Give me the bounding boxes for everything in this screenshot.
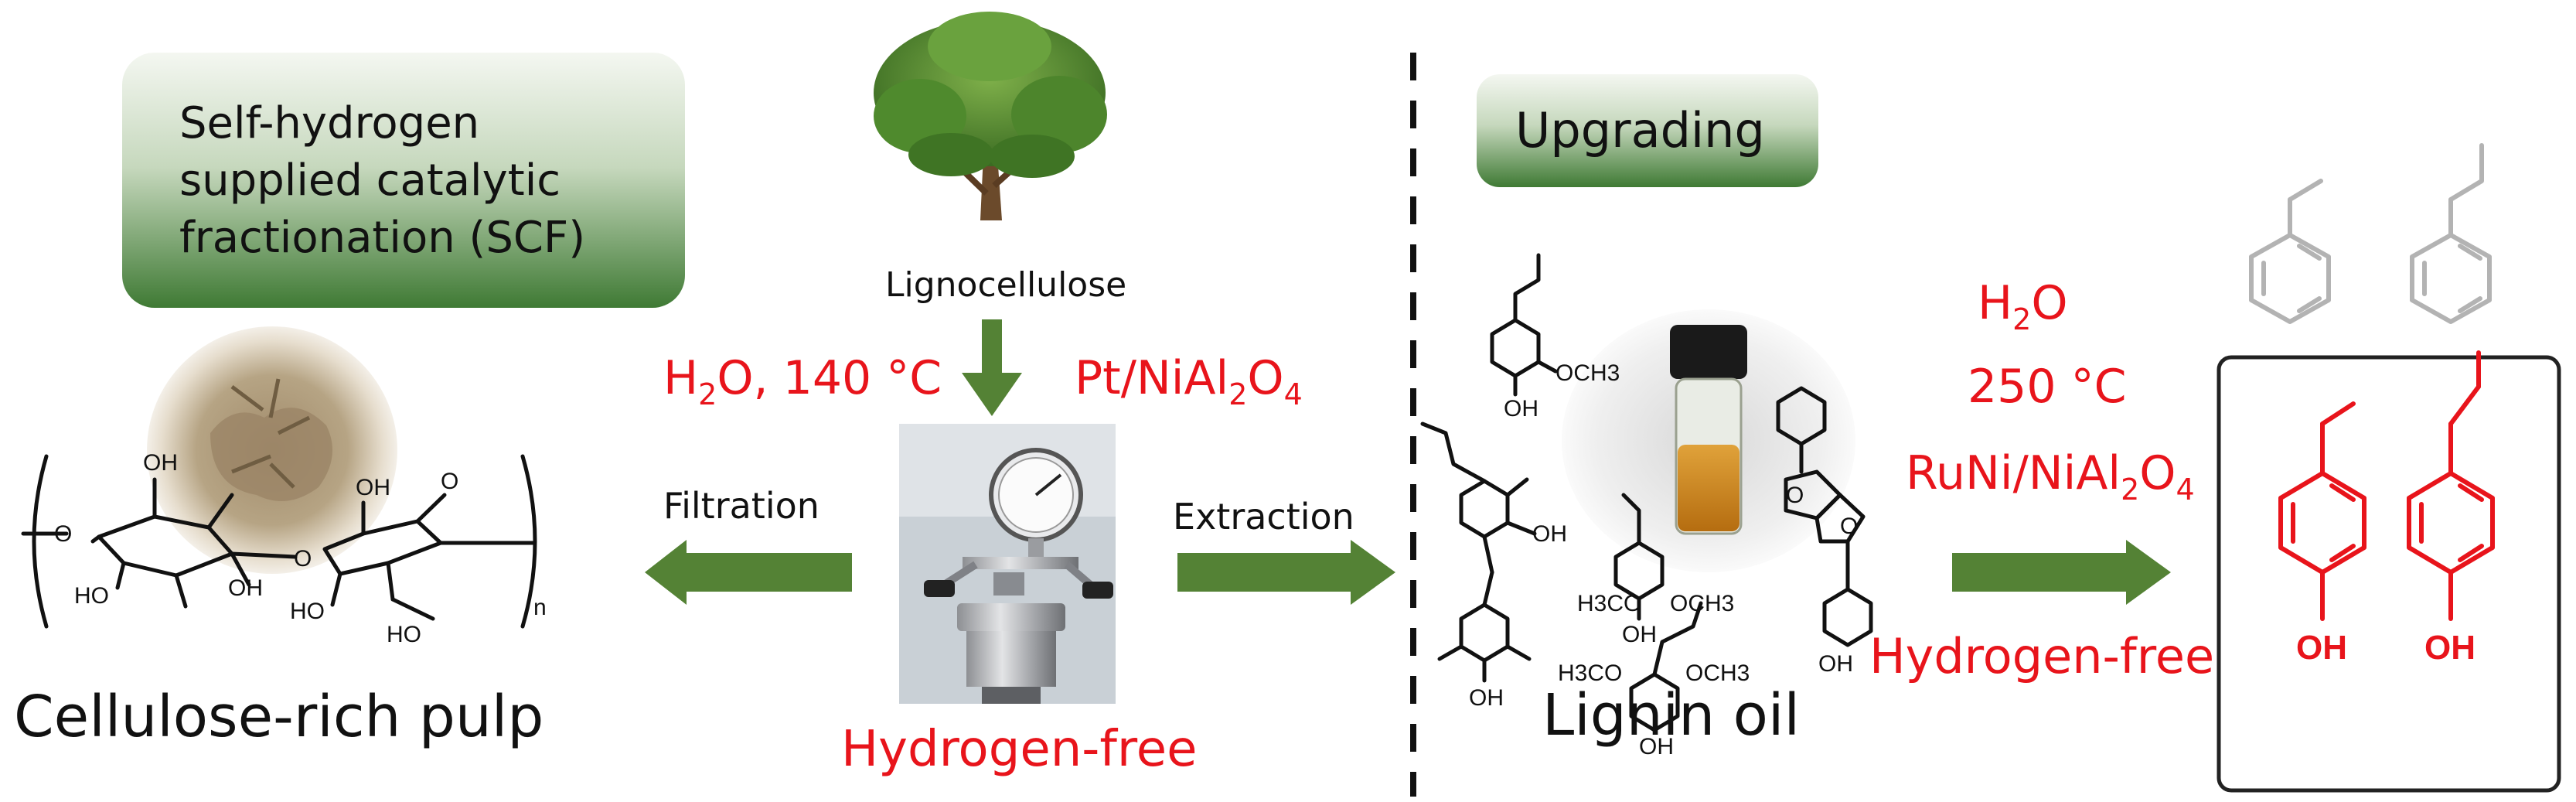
lignin-oil-label: Lignin oil: [1542, 682, 1800, 749]
filtration-arrow: [645, 540, 852, 605]
lo-h3co-1: H3CO: [1577, 591, 1641, 616]
up-solvent: H2O: [1978, 276, 2068, 336]
extraction-label: Extraction: [1173, 496, 1354, 538]
scf-solvent-temp: H2O, 140 °C: [663, 351, 942, 411]
lo-och3-2: OCH3: [1670, 591, 1734, 616]
lo-och3-3: OCH3: [1685, 660, 1750, 686]
scf-title-box: Self-hydrogen supplied catalytic fractio…: [122, 53, 685, 308]
atom-oh-1: OH: [143, 450, 178, 476]
scf-title-line2: supplied catalytic: [179, 155, 561, 206]
lignin-oil-structures: [1420, 253, 1873, 732]
upgrading-arrow: [1952, 540, 2171, 605]
upgrading-title: Upgrading: [1515, 102, 1765, 159]
atom-ho-3: HO: [387, 622, 421, 647]
product-oh-1: OH: [2296, 629, 2347, 667]
upgrading-title-box: Upgrading: [1477, 74, 1818, 187]
lo-oh-4: OH: [1469, 685, 1504, 711]
up-hydrogen-free: Hydrogen-free: [1869, 628, 2214, 684]
cellulose-pulp-label: Cellulose-rich pulp: [14, 684, 543, 750]
scf-catalyst: Pt/NiAl2O4: [1075, 351, 1303, 411]
lo-oh-2: OH: [1532, 521, 1567, 547]
lo-o-2: O: [1840, 514, 1858, 539]
lo-och3-1: OCH3: [1555, 360, 1620, 386]
extraction-arrow: [1177, 540, 1395, 605]
atom-ho-2: HO: [290, 599, 325, 624]
lo-oh-1: OH: [1504, 396, 1538, 421]
arrow-down-to-reactor: [962, 319, 1022, 416]
repeat-unit-n: n: [533, 595, 547, 620]
product-oh-2: OH: [2424, 629, 2475, 667]
lo-oh-6: OH: [1818, 651, 1853, 677]
lignocellulose-label: Lignocellulose: [885, 265, 1126, 305]
reactor-photo: [899, 424, 1116, 704]
gray-byproducts: [2249, 143, 2492, 324]
atom-oh-2: OH: [228, 575, 263, 601]
lo-h3co-2: H3CO: [1558, 660, 1622, 686]
atom-o-ring: O: [441, 469, 458, 494]
up-catalyst: RuNi/NiAl2O4: [1906, 446, 2195, 507]
filtration-label: Filtration: [663, 485, 819, 527]
product-box: [2217, 355, 2561, 793]
lo-oh-5: OH: [1639, 734, 1674, 759]
scf-title-line1: Self-hydrogen: [179, 98, 479, 148]
scf-title-line3: fractionation (SCF): [179, 213, 585, 263]
atom-ho-1: HO: [74, 583, 109, 609]
lo-oh-3: OH: [1622, 622, 1657, 647]
atom-o-bridge: O: [294, 546, 312, 572]
atom-o-left: O: [54, 521, 72, 547]
cellulose-pulp-photo: [147, 326, 397, 574]
cellulose-structure: [21, 454, 537, 629]
scf-hydrogen-free: Hydrogen-free: [841, 721, 1198, 778]
lo-o-1: O: [1786, 483, 1804, 508]
up-temperature: 250 °C: [1968, 360, 2127, 414]
lignin-oil-vial-photo: [1562, 309, 1855, 572]
tree-icon: [874, 12, 1107, 220]
atom-oh-3: OH: [356, 475, 390, 500]
red-phenol-products: [2278, 350, 2495, 621]
